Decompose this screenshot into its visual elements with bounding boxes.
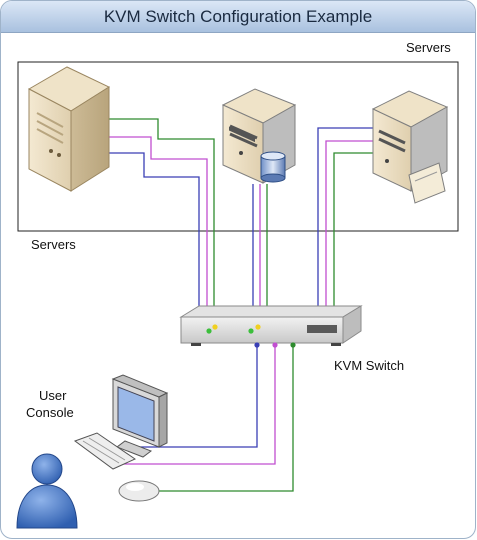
server-tower-1-icon: [27, 66, 111, 192]
console-cables: [119, 345, 294, 492]
server3-cables: [317, 127, 373, 313]
server1-cables: [107, 118, 215, 313]
user-console-label-line1: User: [39, 388, 67, 403]
kvm-switch-icon: [179, 305, 363, 348]
servers-label-bottom: Servers: [31, 237, 76, 252]
keyboard-icon: [73, 432, 137, 470]
servers-label-top: Servers: [406, 40, 451, 55]
user-console-label-line2: Console: [26, 405, 74, 420]
database-disk-icon: [260, 151, 286, 183]
monitor-icon: [111, 374, 169, 458]
server-card-icon: [408, 162, 446, 204]
server2-cables: [252, 184, 268, 313]
mouse-icon: [118, 480, 160, 502]
kvm-switch-label: KVM Switch: [334, 358, 405, 373]
user-person-icon: [16, 453, 78, 529]
servers-group-box: [17, 61, 459, 232]
diagram-title: KVM Switch Configuration Example: [1, 1, 475, 33]
